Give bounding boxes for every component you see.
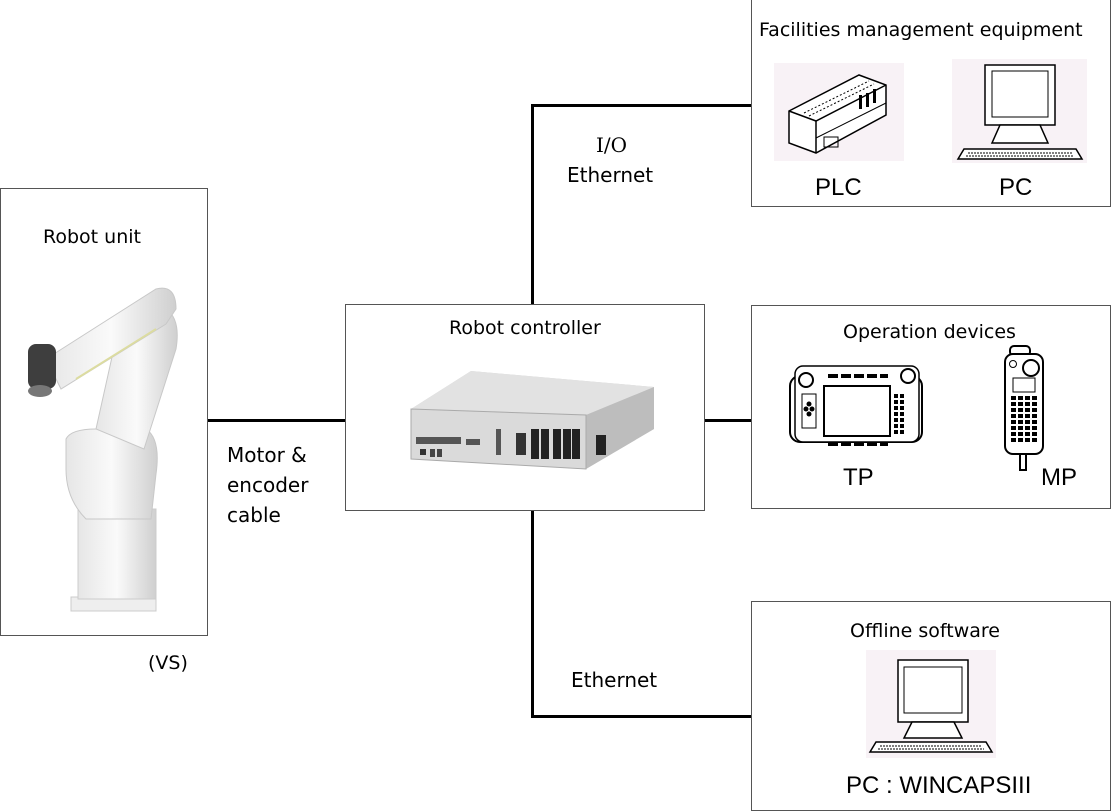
offline-vertical-line (531, 510, 534, 718)
teach-pendant-icon (789, 365, 923, 446)
motor-cable-line (207, 419, 345, 422)
plc-label: PLC (815, 174, 862, 201)
facilities-box: Facilities management equipment PLC PC (751, 0, 1111, 207)
motor-cable-label-line1: Motor & (227, 443, 307, 467)
facilities-title: Facilities management equipment (759, 19, 1083, 41)
offline-pc-icon (866, 650, 996, 758)
robot-unit-box: Robot unit (0, 188, 208, 636)
controller-hardware-icon (410, 371, 654, 470)
tp-label: TP (843, 464, 874, 491)
ethernet-label-top: Ethernet (567, 163, 654, 187)
offline-software-box: Offline software PC : WINCAPSIII (751, 601, 1111, 811)
robot-arm-icon (28, 287, 178, 612)
io-label: I/O (596, 133, 628, 157)
facilities-connection-label: I/O Ethernet (567, 130, 653, 190)
mp-label: MP (1041, 464, 1077, 491)
facilities-vertical-line (531, 104, 534, 304)
offline-connection-label: Ethernet (571, 668, 658, 692)
wincaps-label: PC : WINCAPSIII (846, 772, 1032, 799)
robot-model-label: (VS) (148, 652, 188, 674)
motor-cable-label-line3: cable (227, 503, 281, 527)
operation-link-line (704, 419, 751, 422)
mini-pendant-icon (1004, 345, 1044, 471)
offline-software-title: Offline software (850, 620, 1000, 642)
facilities-pc-icon (952, 59, 1087, 163)
operation-devices-title: Operation devices (843, 321, 1016, 343)
facilities-horizontal-line (531, 104, 751, 107)
robot-controller-title: Robot controller (449, 317, 601, 339)
plc-icon (774, 63, 904, 161)
offline-horizontal-line (531, 715, 751, 718)
motor-cable-label: Motor & encoder cable (227, 440, 308, 530)
robot-controller-box: Robot controller (345, 304, 705, 511)
motor-cable-label-line2: encoder (227, 473, 309, 497)
operation-devices-box: Operation devices TP MP (751, 305, 1111, 509)
robot-unit-title: Robot unit (43, 226, 141, 248)
pc-label: PC (999, 174, 1033, 201)
